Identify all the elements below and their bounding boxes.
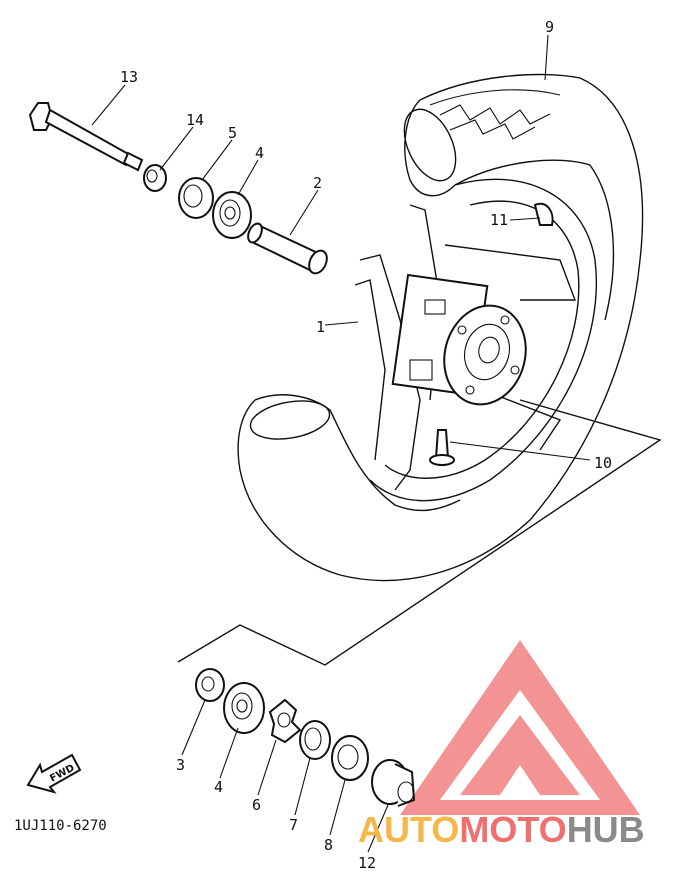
callout-6: 6 — [252, 796, 261, 814]
callout-2: 2 — [313, 174, 322, 192]
bearing-upper — [212, 191, 252, 239]
lock-washer — [268, 698, 302, 744]
diagram-code: 1UJ110-6270 — [14, 818, 107, 834]
spacer — [247, 222, 328, 275]
callout-12: 12 — [358, 854, 376, 872]
fwd-arrow-icon: FWD — [26, 753, 82, 794]
callout-8: 8 — [324, 836, 333, 854]
axle — [28, 102, 144, 172]
bearing-lower — [223, 682, 265, 734]
callout-14: 14 — [186, 111, 204, 129]
exploded-guide-line — [177, 399, 662, 666]
callout-7: 7 — [289, 816, 298, 834]
callout-3: 3 — [176, 756, 185, 774]
oil-seal-lower — [331, 735, 369, 781]
callout-11: 11 — [490, 211, 508, 229]
watermark-text: AUTOMOTOHUB — [358, 809, 645, 850]
callout-5: 5 — [228, 124, 237, 142]
watermark-hub: HUB — [567, 809, 645, 850]
oil-seal — [178, 177, 214, 219]
watermark-logo — [400, 640, 640, 815]
callout-10: 10 — [594, 454, 612, 472]
collar-lower — [195, 668, 225, 702]
leader-lines — [91, 34, 591, 853]
tire — [237, 73, 644, 582]
watermark-auto: AUTO — [358, 809, 459, 850]
cast-wheel — [354, 178, 597, 502]
watermark-moto: MOTO — [459, 809, 566, 850]
callout-4-upper: 4 — [255, 144, 264, 162]
callout-9: 9 — [545, 18, 554, 36]
callout-13: 13 — [120, 68, 138, 86]
collar — [143, 164, 167, 192]
callout-1: 1 — [316, 318, 325, 336]
callout-4-lower: 4 — [214, 778, 223, 796]
meter-drive-gear — [371, 759, 416, 807]
circlip — [299, 720, 331, 760]
